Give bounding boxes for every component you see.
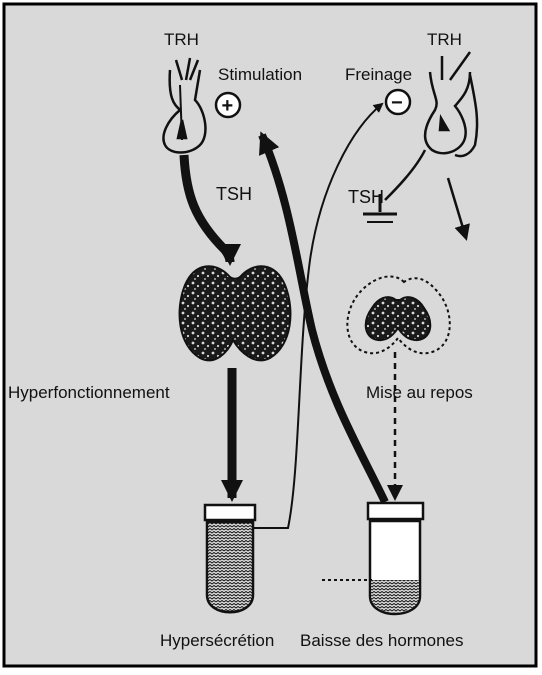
- hypersecretion-tube: [205, 505, 255, 612]
- tsh-right-label: TSH: [348, 187, 384, 207]
- freinage-label: Freinage: [345, 65, 412, 84]
- mise-au-repos-label: Mise au repos: [366, 383, 473, 402]
- minus-sign: −: [391, 92, 403, 114]
- hypersecretion-label: Hypersécrétion: [160, 631, 274, 650]
- hyperfonctionnement-label: Hyperfonctionnement: [8, 383, 170, 402]
- baisse-hormones-label: Baisse des hormones: [300, 631, 463, 650]
- plus-sign: +: [222, 95, 234, 117]
- trh-left-label: TRH: [164, 30, 199, 49]
- tsh-left-label: TSH: [216, 184, 252, 204]
- stimulation-label: Stimulation: [218, 65, 302, 84]
- trh-right-label: TRH: [427, 30, 462, 49]
